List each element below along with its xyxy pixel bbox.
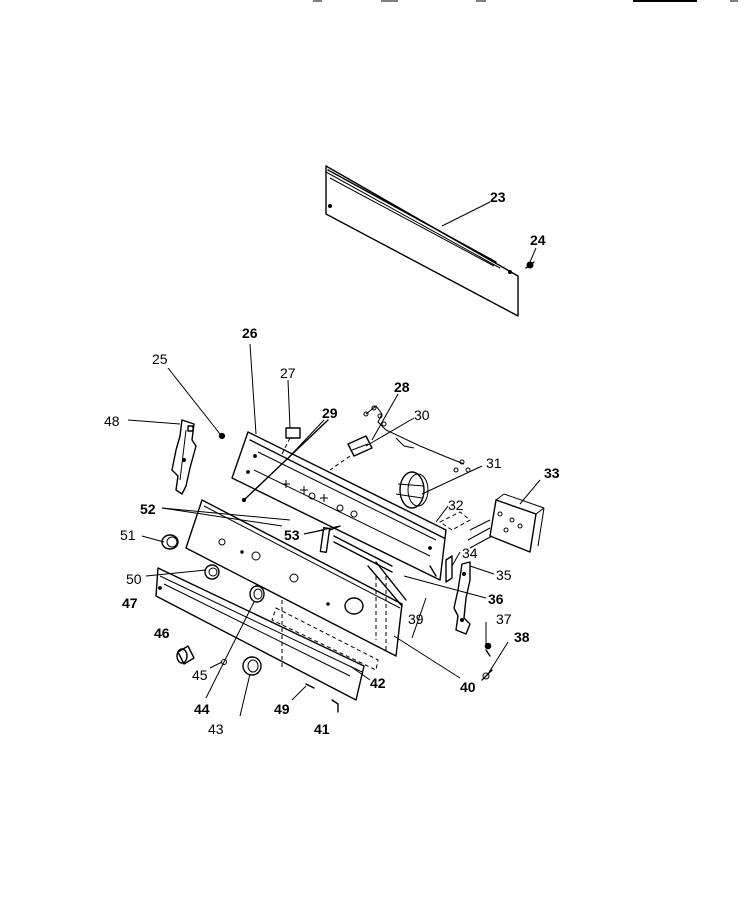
callout-41: 41 [314, 721, 330, 737]
part-25-screw [218, 432, 226, 440]
part-52-front-panel [185, 499, 403, 657]
callout-38: 38 [514, 629, 530, 645]
callout-43: 43 [208, 721, 224, 737]
callout-25: 25 [152, 351, 168, 367]
part-39-trim [411, 565, 437, 639]
part-53-pushbuttons [319, 525, 393, 573]
callout-26: 26 [242, 325, 258, 341]
part-38-screw [481, 669, 493, 681]
callout-24: 24 [530, 232, 546, 248]
callout-35: 35 [496, 567, 512, 583]
callout-46: 46 [154, 625, 170, 641]
part-37-screw [484, 642, 492, 657]
callout-34: 34 [462, 545, 478, 561]
part-29-rod [241, 419, 329, 503]
part-46-knob [176, 645, 195, 665]
callout-42: 42 [370, 675, 386, 691]
callout-52: 52 [140, 501, 156, 517]
part-36-rods [367, 561, 407, 650]
callout-36: 36 [488, 591, 504, 607]
part-30-switch [329, 435, 373, 471]
part-28-wiring-harness [363, 405, 471, 473]
part-32-switch [439, 511, 471, 531]
part-31-timer [395, 471, 429, 509]
part-27-clip [281, 427, 301, 455]
part-26-control-panel [231, 431, 447, 581]
part-48-end-bracket [171, 419, 197, 495]
callout-31: 31 [486, 455, 502, 471]
callout-28: 28 [394, 379, 410, 395]
callout-49: 49 [274, 701, 290, 717]
callout-labels: 23 24 25 26 27 28 29 30 31 32 33 34 35 3… [104, 189, 560, 737]
callout-37: 37 [496, 611, 512, 627]
part-47-lower-trim [155, 567, 365, 701]
callout-27: 27 [280, 365, 296, 381]
callout-39: 39 [408, 611, 424, 627]
part-50-knob [204, 564, 220, 580]
callout-47: 47 [122, 595, 138, 611]
callout-29: 29 [322, 405, 338, 421]
callout-50: 50 [126, 571, 142, 587]
callout-23: 23 [490, 189, 506, 205]
callout-40: 40 [460, 679, 476, 695]
part-49-pin [305, 683, 315, 689]
callout-44: 44 [194, 701, 210, 717]
panel-marks [282, 480, 358, 518]
part-44-knob [249, 585, 265, 603]
leader-lines [127, 201, 541, 717]
part-41-bracket [331, 699, 339, 713]
part-24-screw [525, 261, 535, 269]
part-23-backguard-panel [325, 165, 519, 317]
callout-33: 33 [544, 465, 560, 481]
part-35-side-bracket [453, 561, 471, 635]
callout-48: 48 [104, 413, 120, 429]
part-33-terminal-block [467, 493, 545, 553]
callout-32: 32 [448, 497, 464, 513]
part-43-knob [242, 656, 262, 676]
callout-51: 51 [120, 527, 136, 543]
part-34-bracket [445, 555, 453, 583]
part-51-knob [161, 534, 179, 550]
callout-30: 30 [414, 407, 430, 423]
callout-53: 53 [284, 527, 300, 543]
part-42-outline [271, 600, 379, 671]
callout-45: 45 [192, 667, 208, 683]
